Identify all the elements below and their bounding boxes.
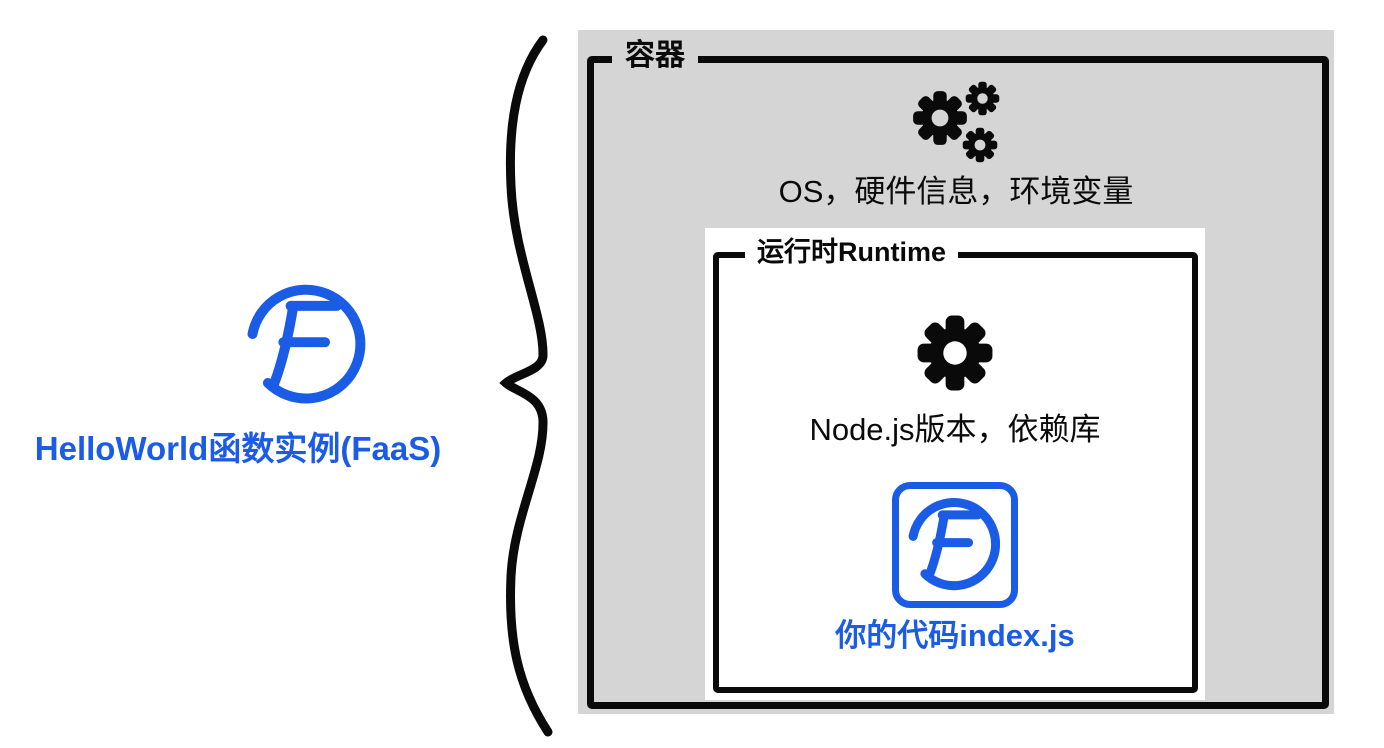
function-logo-small-icon bbox=[908, 497, 1001, 591]
container-box: 容器 bbox=[578, 30, 1334, 714]
gear-small-bottom-icon bbox=[962, 127, 998, 163]
container-border bbox=[587, 56, 1329, 709]
function-instance-label: HelloWorld函数实例(FaaS) bbox=[34, 430, 442, 467]
runtime-box: 运行时Runtime Node.js版本，依赖库 你的代码index bbox=[705, 228, 1205, 700]
gear-small-top-icon bbox=[965, 81, 1000, 116]
code-logo-icon bbox=[892, 482, 1018, 608]
container-label: 容器 bbox=[612, 37, 698, 75]
curly-brace-icon bbox=[499, 35, 553, 737]
nodejs-version-caption: Node.js版本，依赖库 bbox=[809, 412, 1101, 447]
your-code-caption: 你的代码index.js bbox=[835, 618, 1075, 653]
os-env-caption: OS，硬件信息，环境变量 bbox=[778, 174, 1134, 209]
runtime-label: 运行时Runtime bbox=[745, 234, 958, 270]
gear-large-icon bbox=[913, 91, 967, 145]
gears-cluster-icon bbox=[912, 81, 1000, 163]
function-logo-icon bbox=[247, 284, 366, 404]
gear-icon bbox=[917, 315, 993, 391]
